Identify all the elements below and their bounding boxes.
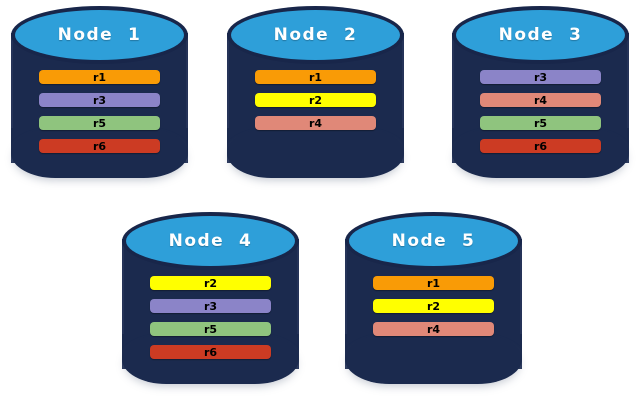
node-4[interactable]: Node 4 r2 r3 r5 r6 <box>122 212 299 388</box>
node-4-replica-r5[interactable]: r5 <box>150 322 271 336</box>
node-3-replica-r6[interactable]: r6 <box>480 139 601 153</box>
node-1-replica-r5[interactable]: r5 <box>39 116 160 130</box>
node-3-cylinder-bottom <box>452 128 629 178</box>
node-4-replica-r3[interactable]: r3 <box>150 299 271 313</box>
node-4-label: Node 4 <box>168 231 253 251</box>
node-1-label: Node 1 <box>57 25 142 45</box>
node-3-replica-list: r3 r4 r5 r6 <box>480 70 601 153</box>
node-5-replica-list: r1 r2 r4 <box>373 276 494 336</box>
node-4-cylinder-bottom <box>122 334 299 384</box>
node-5-cylinder-bottom <box>345 334 522 384</box>
node-3-replica-r5[interactable]: r5 <box>480 116 601 130</box>
node-2-replica-r1[interactable]: r1 <box>255 70 376 84</box>
node-1-cylinder-top-rim <box>11 6 188 64</box>
node-3-cylinder-top-face <box>456 10 625 60</box>
node-5-replica-r4[interactable]: r4 <box>373 322 494 336</box>
node-5-cylinder-top-rim <box>345 212 522 270</box>
node-1-cylinder-top-face <box>15 10 184 60</box>
node-4-replica-list: r2 r3 r5 r6 <box>150 276 271 359</box>
node-2-replica-r2[interactable]: r2 <box>255 93 376 107</box>
node-2-cylinder-top-rim <box>227 6 404 64</box>
node-3-replica-r4[interactable]: r4 <box>480 93 601 107</box>
node-5-replica-r2[interactable]: r2 <box>373 299 494 313</box>
node-1[interactable]: Node 1 r1 r3 r5 r6 <box>11 6 188 182</box>
node-2[interactable]: Node 2 r1 r2 r4 <box>227 6 404 182</box>
node-4-replica-r6[interactable]: r6 <box>150 345 271 359</box>
node-2-replica-r4[interactable]: r4 <box>255 116 376 130</box>
node-2-cylinder-top-face <box>231 10 400 60</box>
node-1-replica-r1[interactable]: r1 <box>39 70 160 84</box>
node-5-cylinder-top-face <box>349 216 518 266</box>
node-3[interactable]: Node 3 r3 r4 r5 r6 <box>452 6 629 182</box>
node-4-cylinder-top-face <box>126 216 295 266</box>
node-1-replica-list: r1 r3 r5 r6 <box>39 70 160 153</box>
node-3-replica-r3[interactable]: r3 <box>480 70 601 84</box>
node-1-replica-r3[interactable]: r3 <box>39 93 160 107</box>
node-2-cylinder-bottom <box>227 128 404 178</box>
node-4-cylinder-top-rim <box>122 212 299 270</box>
node-5[interactable]: Node 5 r1 r2 r4 <box>345 212 522 388</box>
node-1-replica-r6[interactable]: r6 <box>39 139 160 153</box>
node-2-replica-list: r1 r2 r4 <box>255 70 376 130</box>
node-4-replica-r2[interactable]: r2 <box>150 276 271 290</box>
node-2-label: Node 2 <box>273 25 358 45</box>
node-5-label: Node 5 <box>391 231 476 251</box>
node-3-label: Node 3 <box>498 25 583 45</box>
node-1-cylinder-bottom <box>11 128 188 178</box>
node-5-replica-r1[interactable]: r1 <box>373 276 494 290</box>
node-3-cylinder-top-rim <box>452 6 629 64</box>
